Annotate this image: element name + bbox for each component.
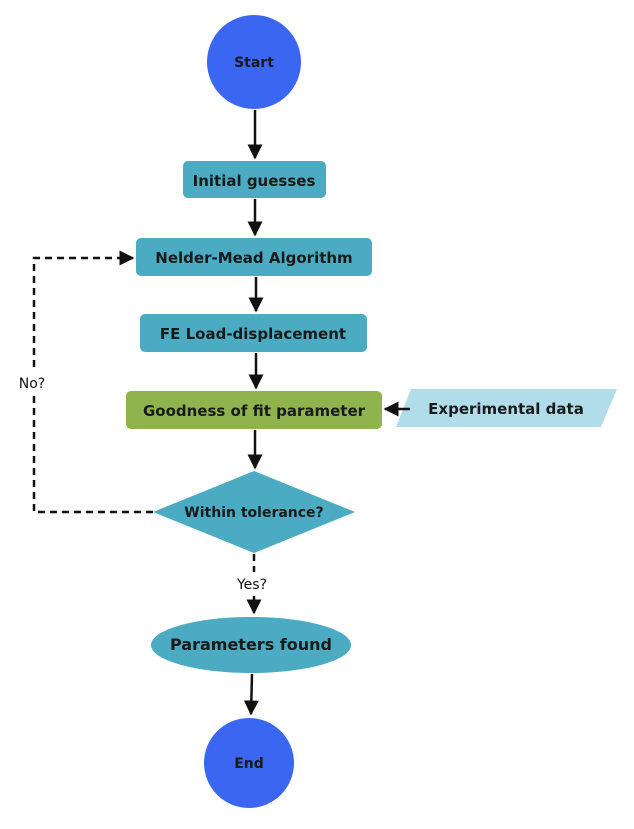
edge-found-to-end [243, 673, 259, 716]
goodness-of-fit-node: Goodness of fit parameter [126, 391, 382, 429]
nelder-mead-label: Nelder-Mead Algorithm [155, 249, 352, 267]
initial-guesses-node: Initial guesses [183, 161, 326, 198]
yes-label: Yes? [236, 577, 267, 593]
end-label: End [234, 756, 264, 772]
goodness-of-fit-box [126, 391, 382, 429]
initial-guesses-label: Initial guesses [193, 172, 316, 190]
parameters-found-node: Parameters found [151, 617, 351, 673]
experimental-data-label: Experimental data [428, 400, 584, 418]
within-tolerance-node: Within tolerance? [153, 471, 355, 553]
within-tolerance-label: Within tolerance? [184, 505, 323, 521]
end-node: End [204, 718, 294, 808]
initial-guesses-box [183, 161, 326, 198]
fe-load-displacement-label: FE Load-displacement [160, 325, 346, 343]
within-tolerance-diamond [153, 471, 355, 553]
start-node: Start [207, 15, 301, 109]
parameters-found-ellipse [151, 617, 351, 673]
fe-load-displacement-node: FE Load-displacement [140, 314, 367, 352]
goodness-of-fit-label: Goodness of fit parameter [143, 402, 366, 420]
fe-load-displacement-box [140, 314, 367, 352]
end-circle [204, 718, 294, 808]
parameters-found-label: Parameters found [170, 635, 332, 654]
nelder-mead-node: Nelder-Mead Algorithm [136, 238, 372, 276]
no-label: No? [19, 376, 45, 392]
nelder-mead-box [136, 238, 372, 276]
start-label: Start [234, 55, 274, 71]
experimental-data-node: Experimental data [396, 389, 617, 427]
start-circle [207, 15, 301, 109]
experimental-data-shape [396, 389, 617, 427]
no-label-bg [12, 372, 56, 394]
